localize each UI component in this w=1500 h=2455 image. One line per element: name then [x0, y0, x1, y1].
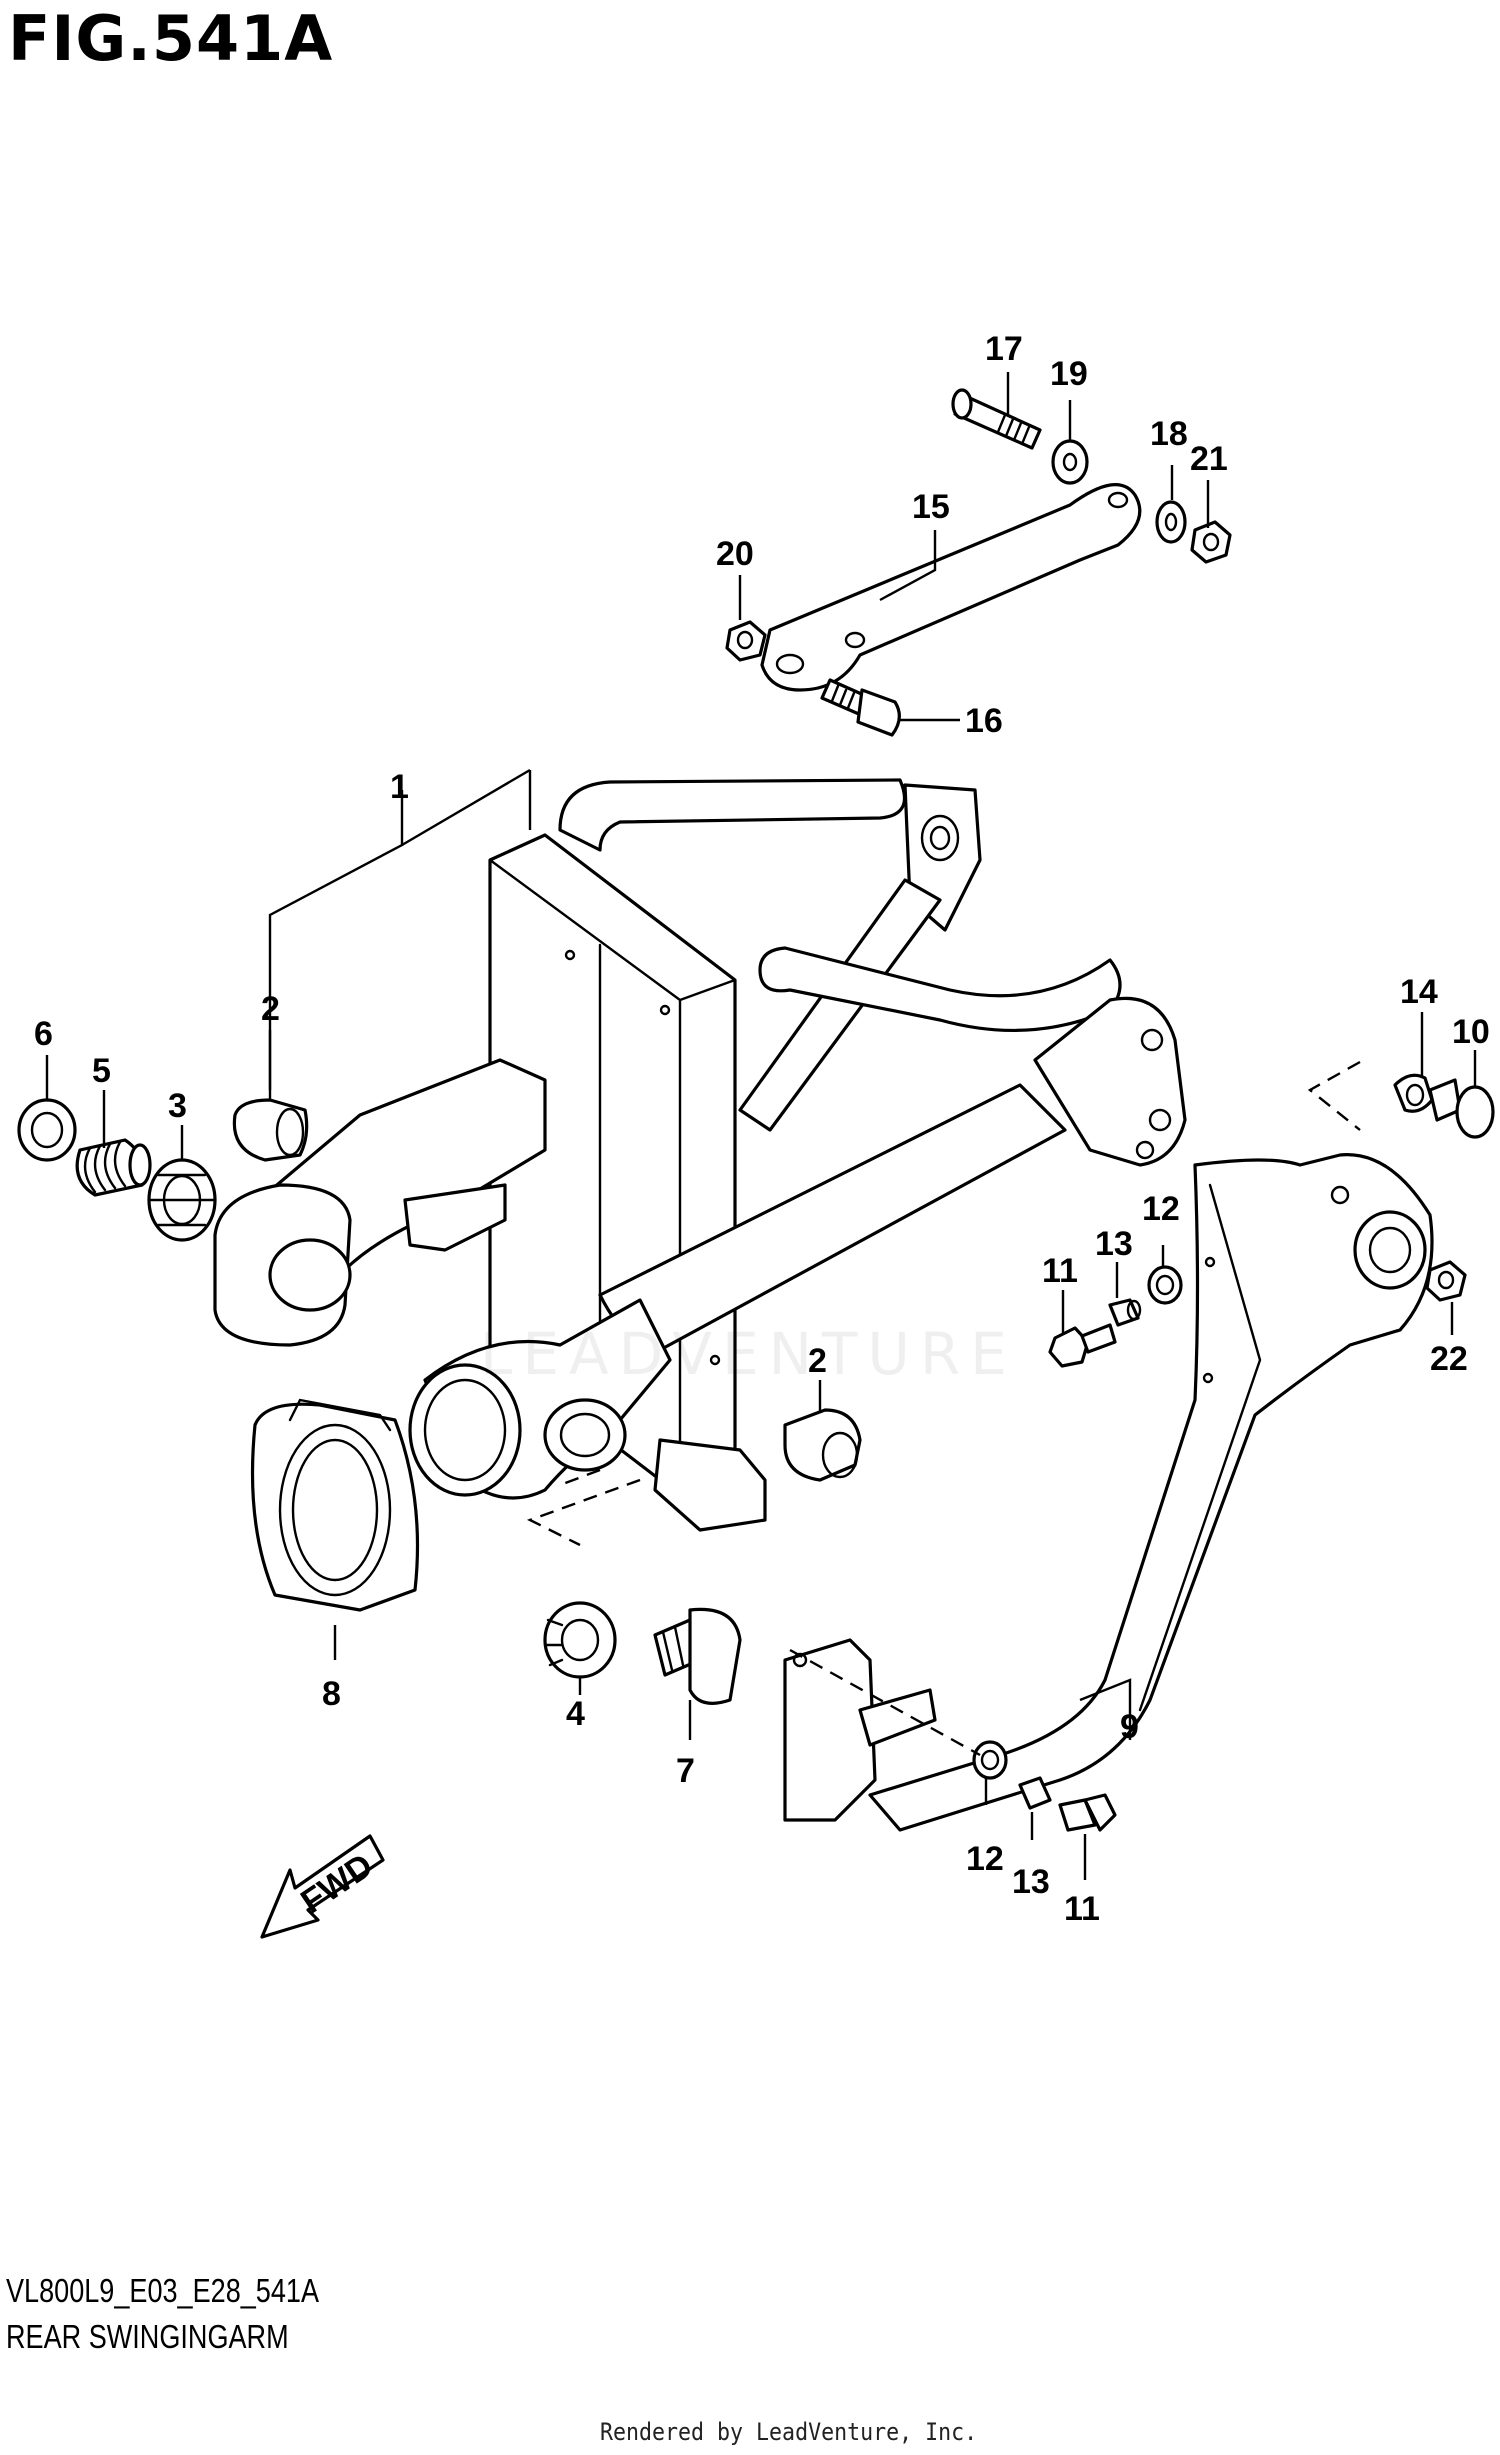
figure-name: REAR SWINGINGARM [6, 2318, 289, 2355]
leader-lines [45, 372, 1477, 1880]
swingarm-1 [213, 778, 1187, 1532]
callout-2-upper: 2 [261, 990, 280, 1028]
callout-12-lower: 12 [966, 1840, 1004, 1878]
callout-16: 16 [965, 702, 1003, 740]
collar-13-upper [1108, 1298, 1140, 1327]
torque-rod-15 [760, 483, 1142, 692]
link-hardware [972, 1073, 1495, 1832]
bushing-12-lower [972, 1740, 1008, 1780]
callout-17: 17 [985, 330, 1023, 368]
bearing-4 [543, 1601, 617, 1679]
bolt-17-head [951, 388, 973, 420]
callout-14: 14 [1400, 973, 1438, 1011]
figure-code: VL800L9_E03_E28_541A [6, 2272, 319, 2309]
collar-13-lower [1018, 1776, 1052, 1810]
needle-bearing-2-lower [783, 1408, 862, 1482]
callout-7: 7 [676, 1752, 695, 1790]
callout-10: 10 [1452, 1013, 1490, 1051]
washer-18 [1155, 500, 1187, 544]
bushing-12-upper [1147, 1265, 1183, 1305]
nut-21 [1190, 520, 1232, 564]
callout-13-upper: 13 [1095, 1225, 1133, 1263]
torque-rod-hole [775, 653, 805, 675]
callout-8: 8 [322, 1675, 341, 1713]
bolt-11-upper [1048, 1326, 1090, 1368]
figure-title: FIG.541A [8, 2, 334, 75]
callout-22: 22 [1430, 1340, 1468, 1378]
right-pivot-boss [543, 1398, 627, 1472]
bolt-16-head [856, 688, 901, 737]
callout-13-lower: 13 [1012, 1863, 1050, 1901]
bushing-14 [1393, 1073, 1434, 1113]
forward-direction-arrow: FWD [260, 1834, 385, 1939]
watermark-text: LEADVENTURE [480, 1320, 1017, 1388]
seal-6 [17, 1098, 77, 1162]
callout-11-upper: 11 [1042, 1252, 1078, 1290]
torque-rod-hole [1107, 491, 1129, 509]
final-drive-flange [1033, 996, 1187, 1167]
callout-18: 18 [1150, 415, 1188, 453]
bolt-11-lower [1058, 1798, 1097, 1832]
pivot-bolt-7 [653, 1607, 742, 1705]
callout-11-lower: 11 [1064, 1890, 1100, 1928]
callout-15: 15 [912, 488, 950, 526]
nut-20 [725, 620, 767, 662]
rear-link-9 [783, 1153, 1434, 1832]
washer-19 [1051, 439, 1089, 485]
callout-12-upper: 12 [1142, 1190, 1180, 1228]
callout-9: 9 [1120, 1708, 1139, 1746]
callout-5: 5 [92, 1052, 111, 1090]
pivot-parts-left [17, 1098, 309, 1242]
callout-4: 4 [566, 1695, 585, 1733]
callout-21: 21 [1190, 440, 1228, 478]
callout-20: 20 [716, 535, 754, 573]
callout-19: 19 [1050, 355, 1088, 393]
needle-bearing-2-upper [232, 1098, 309, 1162]
callout-3: 3 [168, 1087, 187, 1125]
torque-rod-hole [844, 631, 866, 649]
nut-22 [1425, 1260, 1467, 1302]
callouts: 1 2 2 3 4 5 6 7 8 9 10 11 11 12 12 13 13… [34, 330, 1490, 1928]
callout-6: 6 [34, 1015, 53, 1053]
callout-1: 1 [390, 768, 409, 806]
link-pivot-boss [1353, 1210, 1427, 1290]
callout-2-lower: 2 [808, 1342, 827, 1380]
render-credit: Rendered by LeadVenture, Inc. [600, 2418, 978, 2446]
torque-rod-assembly [725, 388, 1232, 737]
boot-8 [250, 1398, 420, 1612]
